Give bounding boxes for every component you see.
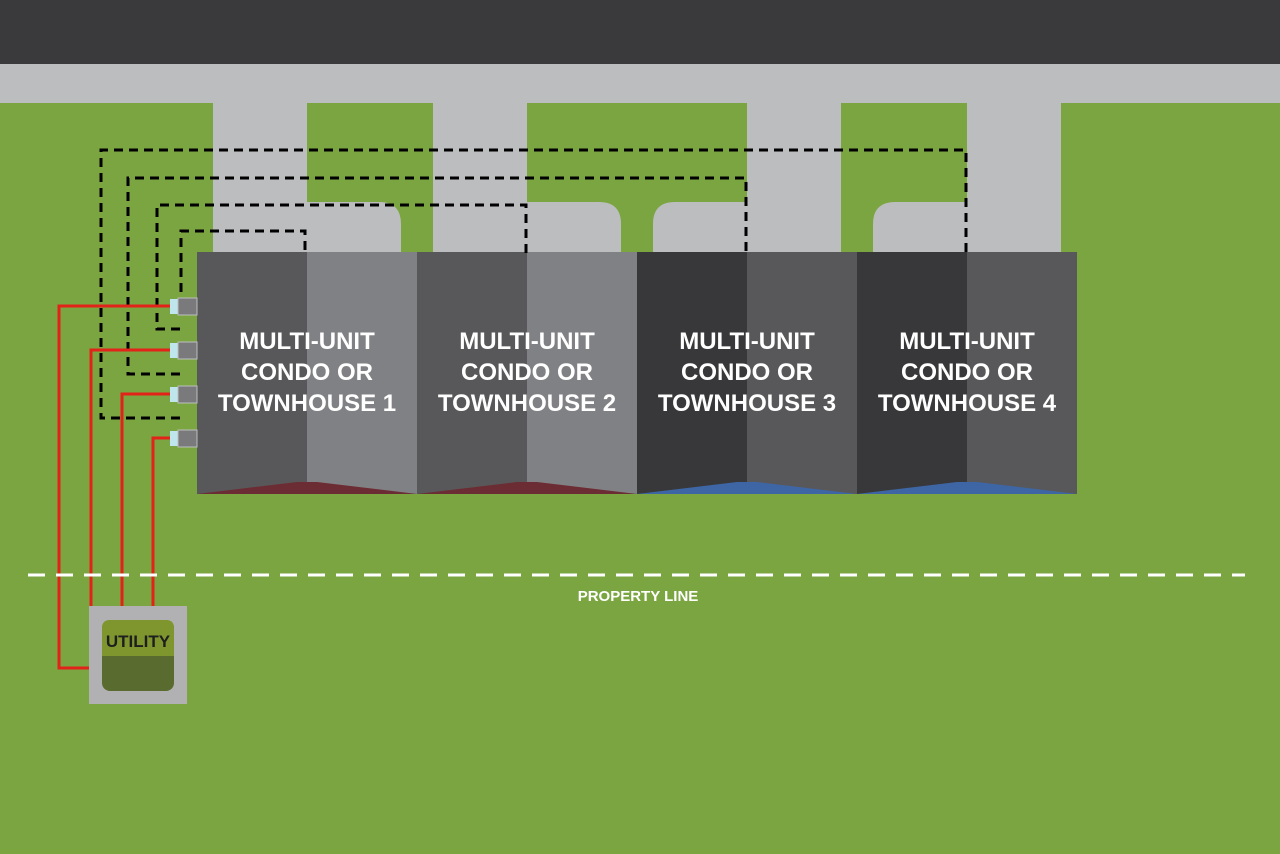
unit-1-left-wall xyxy=(197,252,307,494)
meter-unit-4 xyxy=(170,429,198,448)
unit-3-label-line-1: MULTI-UNIT xyxy=(679,328,815,355)
unit-3-left-wall xyxy=(637,252,747,494)
unit-3-label-line-2: CONDO OR xyxy=(681,359,813,386)
comm-line-unit-2 xyxy=(155,203,528,331)
unit-2-right-wall xyxy=(527,252,637,494)
townhouse-unit-1: MULTI-UNIT CONDO OR TOWNHOUSE 1 xyxy=(197,252,417,494)
unit-2-roof-edge xyxy=(417,482,637,494)
driveway-3 xyxy=(747,100,841,255)
townhouse-unit-4: MULTI-UNIT CONDO OR TOWNHOUSE 4 xyxy=(857,252,1077,494)
property-line-label: PROPERTY LINE xyxy=(578,588,699,605)
meter-unit-3 xyxy=(170,385,198,404)
utility-cabinet-top xyxy=(102,620,174,656)
unit-2-label-line-3: TOWNHOUSE 2 xyxy=(438,390,616,417)
unit-4-label-line-3: TOWNHOUSE 4 xyxy=(878,390,1057,417)
unit-3-right-wall xyxy=(747,252,857,494)
townhouse-building: MULTI-UNIT CONDO OR TOWNHOUSE 1 MULTI-UNIT C… xyxy=(197,252,1077,494)
unit-4-label-line-2: CONDO OR xyxy=(901,359,1033,386)
unit-1-roof-edge xyxy=(197,482,417,494)
townhouse-unit-2: MULTI-UNIT CONDO OR TOWNHOUSE 2 xyxy=(417,252,637,494)
street xyxy=(0,0,1280,64)
meters xyxy=(170,297,198,448)
unit-1-label-line-1: MULTI-UNIT xyxy=(239,328,375,355)
unit-2-label-line-2: CONDO OR xyxy=(461,359,593,386)
townhouse-unit-3: MULTI-UNIT CONDO OR TOWNHOUSE 3 xyxy=(637,252,857,494)
unit-4-right-wall xyxy=(967,252,1077,494)
unit-1-right-wall xyxy=(307,252,417,494)
driveway-4 xyxy=(967,100,1061,255)
unit-4-label-line-1: MULTI-UNIT xyxy=(899,328,1035,355)
parking-pad-1 xyxy=(307,202,401,255)
utility-box: UTILITY xyxy=(89,606,187,704)
parking-pad-4 xyxy=(873,202,967,255)
unit-4-left-wall xyxy=(857,252,967,494)
parking-pad-3 xyxy=(653,202,747,255)
parking-pad-2 xyxy=(527,202,621,255)
power-line-unit-3 xyxy=(120,392,175,623)
unit-1-label-line-2: CONDO OR xyxy=(241,359,373,386)
sidewalk xyxy=(0,64,1280,103)
unit-3-roof-edge xyxy=(637,482,857,494)
unit-2-left-wall xyxy=(417,252,527,494)
power-line-unit-4 xyxy=(151,436,175,623)
unit-3-label-line-3: TOWNHOUSE 3 xyxy=(658,390,836,417)
meter-unit-1 xyxy=(170,297,198,316)
unit-1-label-line-3: TOWNHOUSE 1 xyxy=(218,390,396,417)
power-line-unit-1 xyxy=(57,304,175,670)
utility-label: UTILITY xyxy=(106,632,171,651)
meter-unit-2 xyxy=(170,341,198,360)
comm-line-unit-4 xyxy=(99,148,968,420)
unit-2-label-line-1: MULTI-UNIT xyxy=(459,328,595,355)
unit-4-roof-edge xyxy=(857,482,1077,494)
comm-line-unit-3 xyxy=(126,176,748,376)
